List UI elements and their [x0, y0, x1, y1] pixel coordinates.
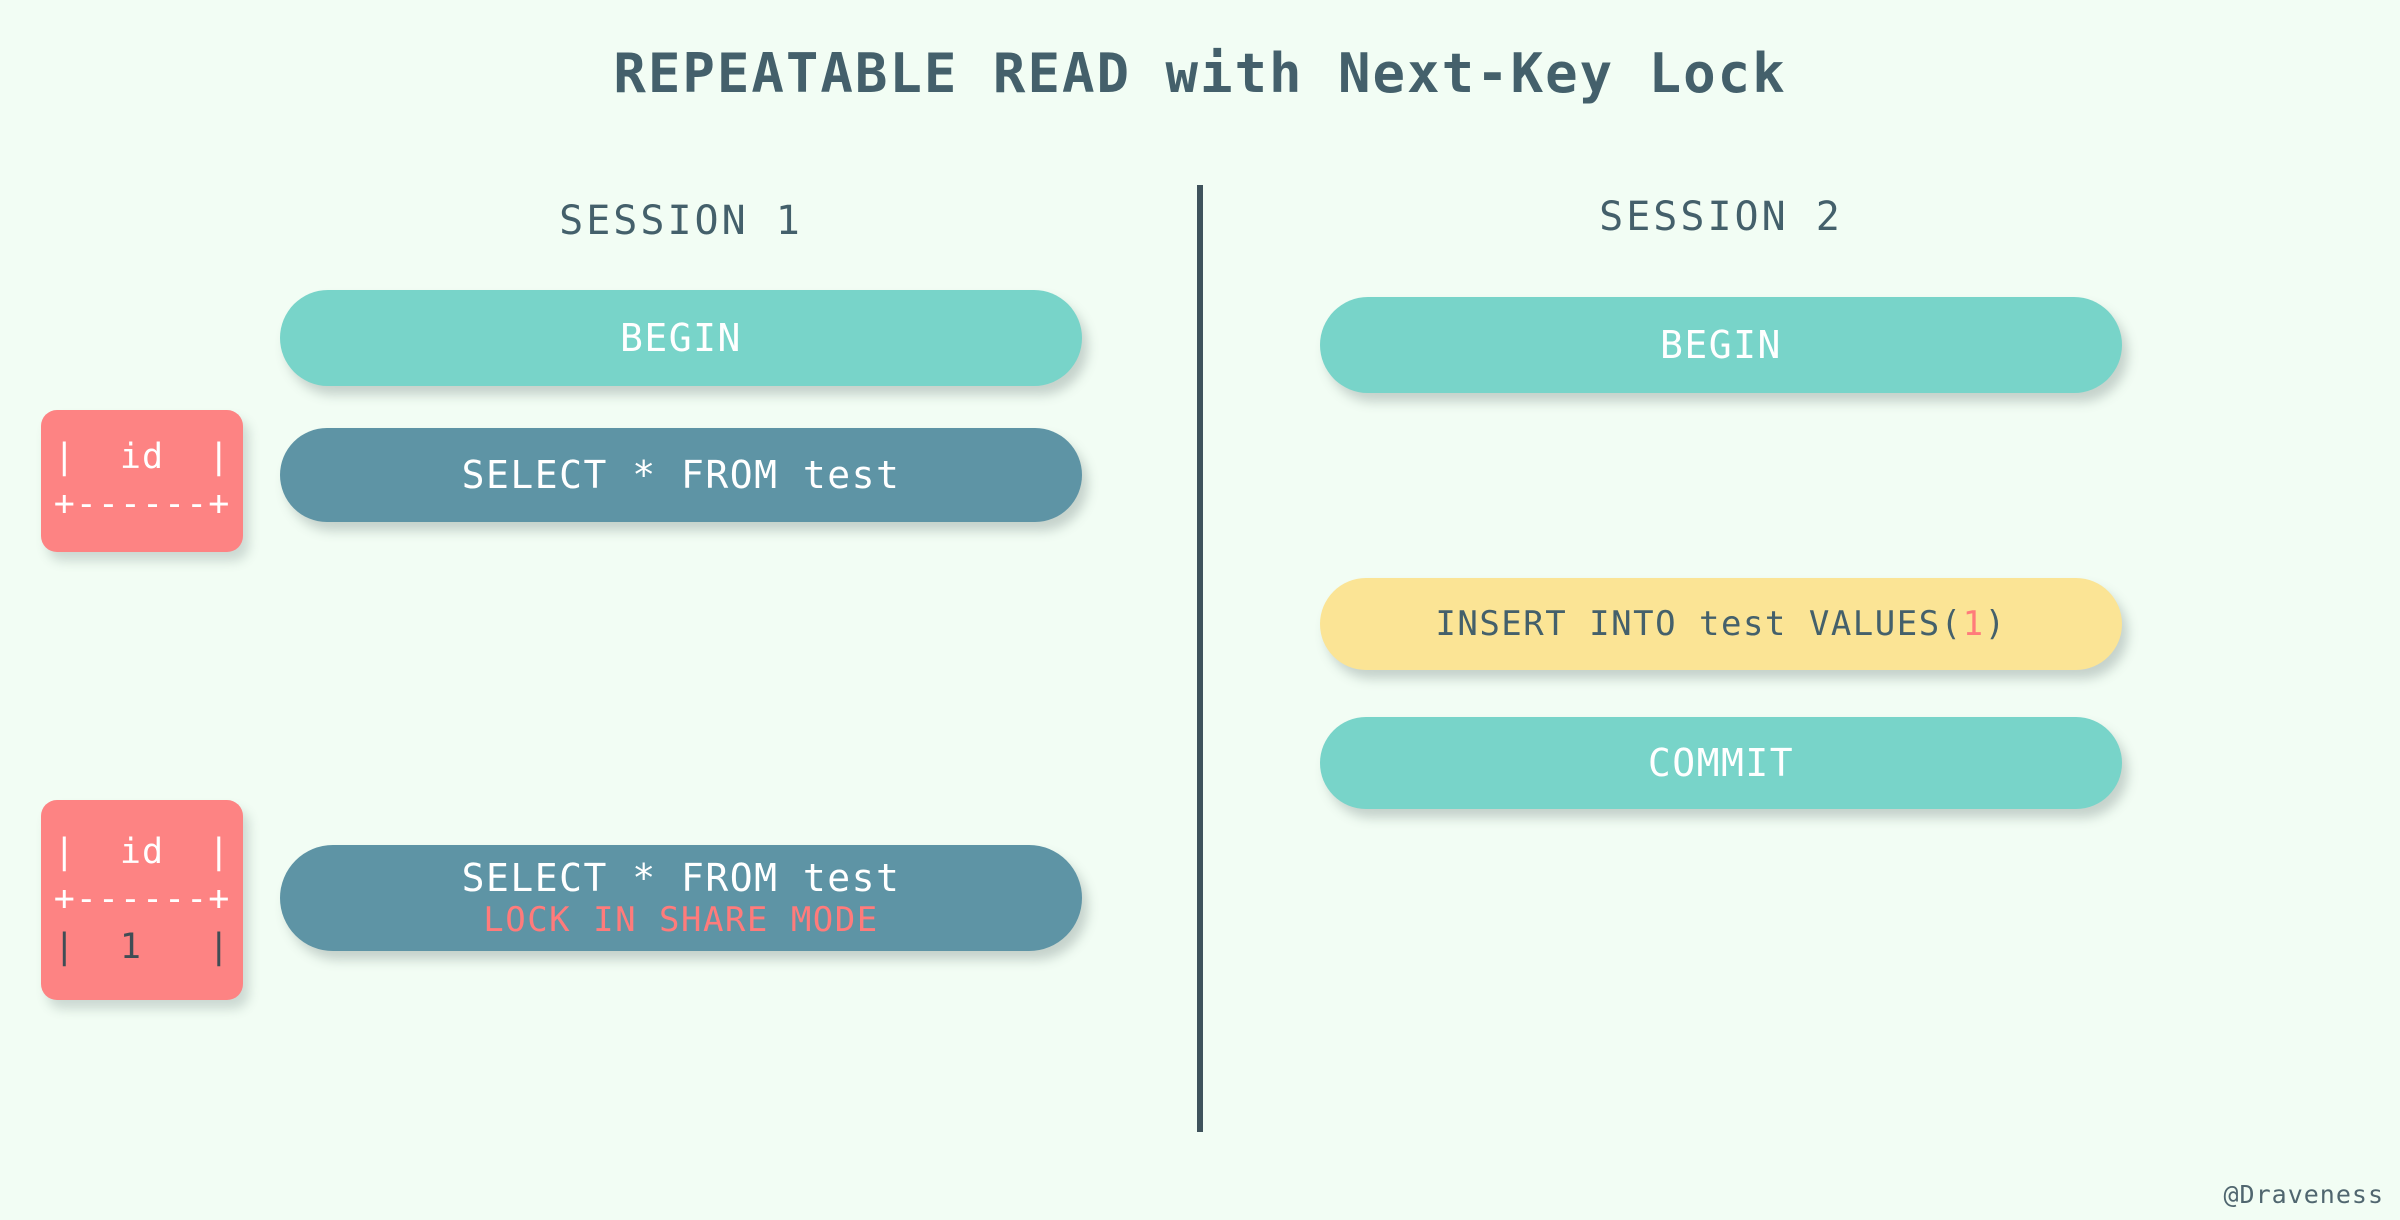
session-2-statement-begin[interactable]: BEGIN: [1320, 297, 2122, 393]
session-divider: [1197, 185, 1203, 1132]
session-1-heading: SESSION 1: [559, 198, 803, 244]
statement-value-accent: 1: [1962, 603, 1985, 644]
session-2-statement-commit[interactable]: COMMIT: [1320, 717, 2122, 809]
session-1-statement-select[interactable]: SELECT * FROM test: [280, 428, 1082, 522]
result-row-value: | 1 |: [53, 926, 231, 967]
session-1-result-box-empty: | id | +------+: [41, 410, 243, 552]
statement-text: SELECT * FROM test: [461, 452, 901, 497]
session-1-statement-begin[interactable]: BEGIN: [280, 290, 1082, 386]
result-row: +------+: [53, 484, 231, 524]
statement-text: BEGIN: [1660, 322, 1782, 367]
session-1-result-box-with-row: | id | +------+ | 1 |: [41, 800, 243, 1000]
result-row: | id |: [53, 436, 231, 477]
page-title: REPEATABLE READ with Next-Key Lock: [613, 42, 1787, 105]
statement-text: COMMIT: [1647, 740, 1795, 785]
statement-text-prefix: INSERT INTO test VALUES(: [1435, 603, 1963, 644]
statement-text: BEGIN: [620, 315, 742, 360]
session-2-statement-insert[interactable]: INSERT INTO test VALUES(1): [1320, 578, 2122, 670]
session-2-heading: SESSION 2: [1599, 194, 1843, 240]
result-row: +------+: [53, 879, 231, 920]
statement-text: INSERT INTO test VALUES(1): [1435, 604, 2006, 644]
watermark: @Draveness: [2223, 1180, 2384, 1209]
session-1-statement-select-lock-in-share-mode[interactable]: SELECT * FROM test LOCK IN SHARE MODE: [280, 845, 1082, 951]
statement-modifier-text: LOCK IN SHARE MODE: [483, 900, 879, 941]
statement-text: SELECT * FROM test: [461, 855, 901, 900]
statement-text-suffix: ): [1984, 603, 2007, 644]
result-row: | id |: [53, 832, 231, 873]
